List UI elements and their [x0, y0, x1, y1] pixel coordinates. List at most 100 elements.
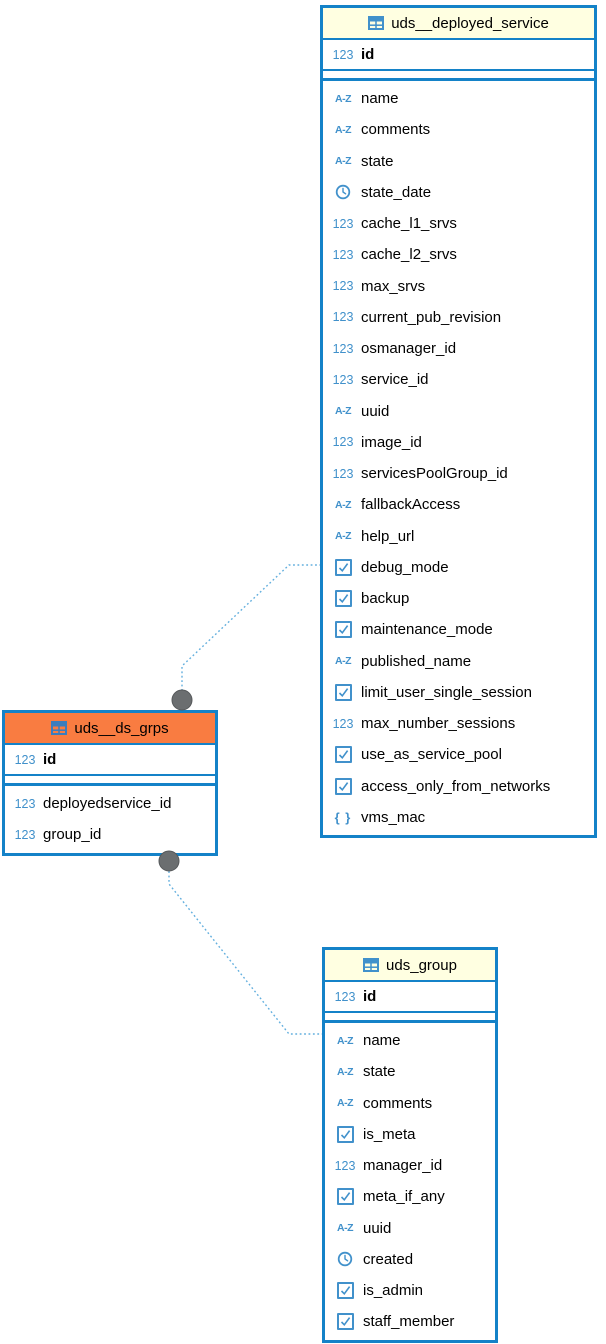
numeric-type-icon: 123: [332, 435, 354, 450]
column-name: limit_user_single_session: [361, 683, 532, 701]
column-row[interactable]: use_as_service_pool: [323, 739, 594, 770]
column-name: cache_l2_srvs: [361, 246, 457, 264]
boolean-type-icon: [333, 1188, 357, 1206]
column-name: comments: [363, 1094, 433, 1112]
table-icon: [368, 16, 385, 30]
section-divider: [325, 1013, 495, 1020]
numeric-type-icon: 123: [332, 310, 354, 325]
column-name: maintenance_mode: [361, 621, 493, 639]
table-icon: [363, 958, 380, 972]
boolean-type-icon: [333, 1313, 357, 1331]
column-row[interactable]: { }vms_mac: [323, 802, 594, 833]
column-name: published_name: [361, 652, 472, 670]
text-type-icon: A-Z: [335, 498, 352, 511]
column-row[interactable]: is_admin: [325, 1275, 495, 1306]
column-name: uuid: [363, 1219, 392, 1237]
column-name: uuid: [361, 402, 390, 420]
column-name: id: [363, 988, 377, 1005]
column-row[interactable]: A-Z fallbackAccess: [323, 489, 594, 520]
column-row[interactable]: access_only_from_networks: [323, 771, 594, 802]
numeric-type-icon: 123: [332, 372, 354, 387]
datetime-type-icon: [333, 1251, 357, 1267]
column-row[interactable]: state_date: [323, 177, 594, 208]
entity-header[interactable]: uds__ds_grps: [5, 713, 215, 745]
column-row[interactable]: meta_if_any: [325, 1181, 495, 1212]
boolean-type-icon: [333, 1125, 357, 1143]
text-type-icon: A-Z: [335, 92, 352, 105]
column-row[interactable]: backup: [323, 583, 594, 614]
section-divider: [5, 776, 215, 783]
column-name: created: [363, 1250, 414, 1268]
column-name: debug_mode: [361, 558, 449, 576]
column-name: max_srvs: [361, 277, 426, 295]
column-row[interactable]: created: [325, 1244, 495, 1275]
column-name: fallbackAccess: [361, 496, 461, 514]
entity-title: uds_group: [386, 956, 457, 974]
numeric-type-icon: 123: [14, 752, 36, 767]
relationship-connector-ds_grps-group: [168, 858, 322, 1035]
column-name: is_admin: [363, 1282, 424, 1300]
column-row[interactable]: 123 group_id: [5, 819, 215, 850]
numeric-type-icon: 123: [14, 796, 36, 811]
numeric-type-icon: 123: [14, 827, 36, 842]
entity-title: uds__ds_grps: [74, 719, 169, 737]
column-name: is_meta: [363, 1125, 416, 1143]
column-row[interactable]: limit_user_single_session: [323, 677, 594, 708]
column-row[interactable]: 123 deployedservice_id: [5, 788, 215, 819]
json-type-icon: { }: [334, 809, 352, 825]
column-name: name: [363, 1032, 401, 1050]
boolean-type-icon: [331, 746, 355, 764]
numeric-type-icon: 123: [332, 341, 354, 356]
numeric-type-icon: 123: [332, 279, 354, 294]
column-name: id: [361, 46, 375, 63]
boolean-type-icon: [331, 683, 355, 701]
column-row[interactable]: staff_member: [325, 1306, 495, 1337]
text-type-icon: A-Z: [335, 155, 352, 168]
entity-header[interactable]: uds_group: [325, 950, 495, 982]
column-name: deployedservice_id: [43, 795, 172, 813]
column-row[interactable]: debug_mode: [323, 552, 594, 583]
text-type-icon: A-Z: [335, 123, 352, 136]
column-name: backup: [361, 590, 410, 608]
column-row[interactable]: 123 service_id: [323, 364, 594, 395]
column-name: access_only_from_networks: [361, 777, 551, 795]
numeric-type-icon: 123: [332, 216, 354, 231]
column-name: service_id: [361, 371, 429, 389]
connection-anchor-dot[interactable]: [171, 689, 193, 711]
column-row[interactable]: is_meta: [325, 1119, 495, 1150]
column-row[interactable]: maintenance_mode: [323, 614, 594, 645]
column-row[interactable]: 123 max_srvs: [323, 271, 594, 302]
entity-header[interactable]: uds__deployed_service: [323, 8, 594, 40]
column-name: group_id: [43, 826, 102, 844]
numeric-type-icon: 123: [332, 466, 354, 481]
column-name: meta_if_any: [363, 1188, 445, 1206]
